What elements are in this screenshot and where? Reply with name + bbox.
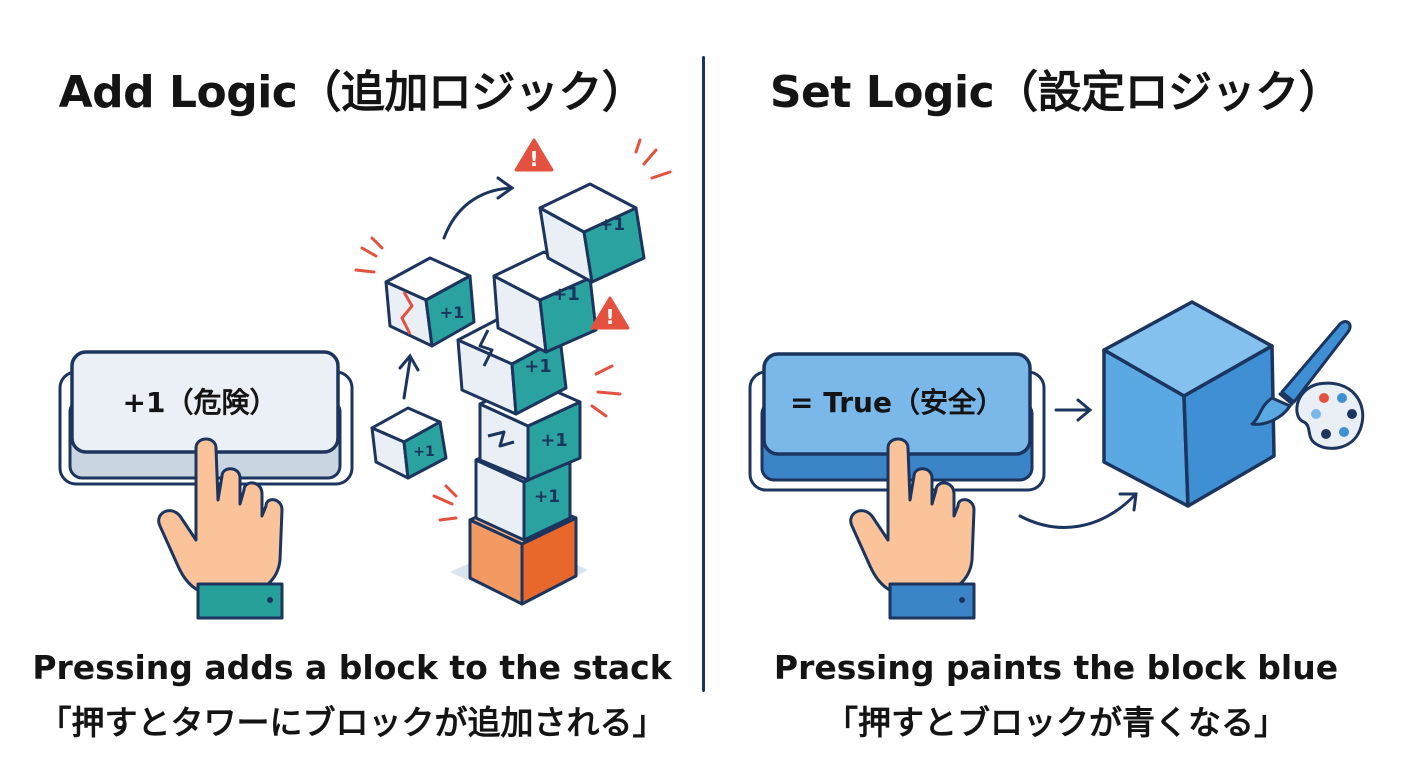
add-logic-panel: Add Logic（追加ロジック） +1（危険） +1 [32, 67, 672, 742]
arrow-up-icon [398, 353, 420, 400]
svg-text:+1: +1 [440, 303, 465, 322]
svg-text:+1: +1 [413, 444, 434, 460]
loose-block: +1 [370, 406, 448, 480]
svg-text:!: ! [605, 305, 614, 329]
svg-text:+1: +1 [534, 487, 560, 507]
arrow-right-icon [1054, 398, 1093, 422]
svg-text:+1: +1 [524, 356, 552, 377]
warning-icon: ! [514, 138, 554, 172]
add-logic-illustration: +1（危険） +1 +1 [58, 138, 672, 620]
tower-base [450, 494, 588, 606]
set-logic-caption-en: Pressing paints the block blue [773, 648, 1339, 687]
pressing-hand-icon [157, 437, 284, 620]
panel-divider [702, 56, 705, 692]
svg-text:+1: +1 [599, 215, 625, 235]
shake-marks-icon [354, 138, 672, 522]
svg-text:!: ! [529, 147, 538, 171]
add-logic-caption-en: Pressing adds a block to the stack [32, 648, 672, 687]
curved-arrow-icon [442, 176, 515, 240]
set-true-button-label: = True（安全） [790, 386, 1004, 419]
tower-block-5: +1 [538, 182, 646, 284]
paint-brush-icon [1250, 320, 1352, 426]
paint-palette-icon [1295, 381, 1365, 450]
add-logic-title: Add Logic（追加ロジック） [58, 67, 646, 118]
set-logic-caption-jp: 「押すとブロックが青くなる」 [825, 703, 1287, 742]
svg-text:+1: +1 [540, 430, 568, 451]
blue-cube [1102, 300, 1276, 508]
plus-one-button-label: +1（危険） [123, 386, 278, 419]
plus-one-button[interactable]: +1（危険） [58, 350, 354, 486]
flying-cracked-block: +1 [384, 256, 476, 348]
pressing-hand-icon [849, 437, 976, 620]
set-logic-title: Set Logic（設定ロジック） [769, 67, 1343, 118]
curved-arrow-icon [1018, 492, 1138, 529]
tower-block-2: +1 [478, 378, 582, 482]
warning-icon: ! [590, 296, 630, 330]
svg-text:+1: +1 [552, 284, 580, 305]
add-logic-caption-jp: 「押すとタワーにブロックが追加される」 [38, 703, 666, 742]
set-logic-illustration: = True（安全） [748, 300, 1365, 620]
set-logic-panel: Set Logic（設定ロジック） = True（安全） [704, 0, 1408, 768]
